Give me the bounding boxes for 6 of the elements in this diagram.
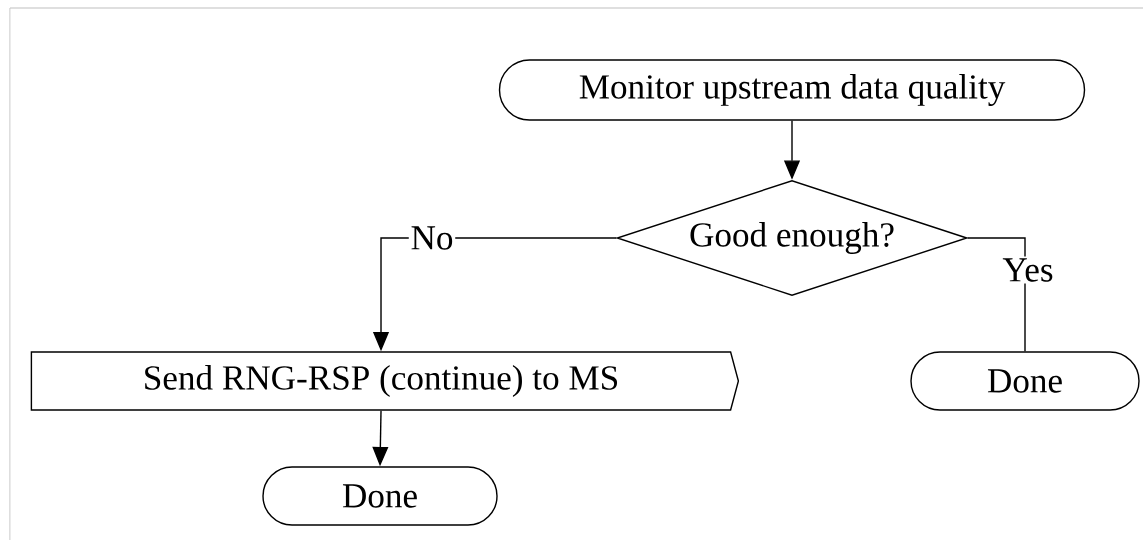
terminal-box: Done bbox=[262, 466, 498, 526]
terminal-box: Monitor upstream data quality bbox=[498, 59, 1086, 121]
edge-label: No bbox=[408, 224, 456, 252]
terminal-box: Done bbox=[910, 351, 1140, 411]
process-box: Send RNG-RSP (continue) to MS bbox=[30, 351, 740, 411]
edge-label: Yes bbox=[1000, 256, 1056, 284]
